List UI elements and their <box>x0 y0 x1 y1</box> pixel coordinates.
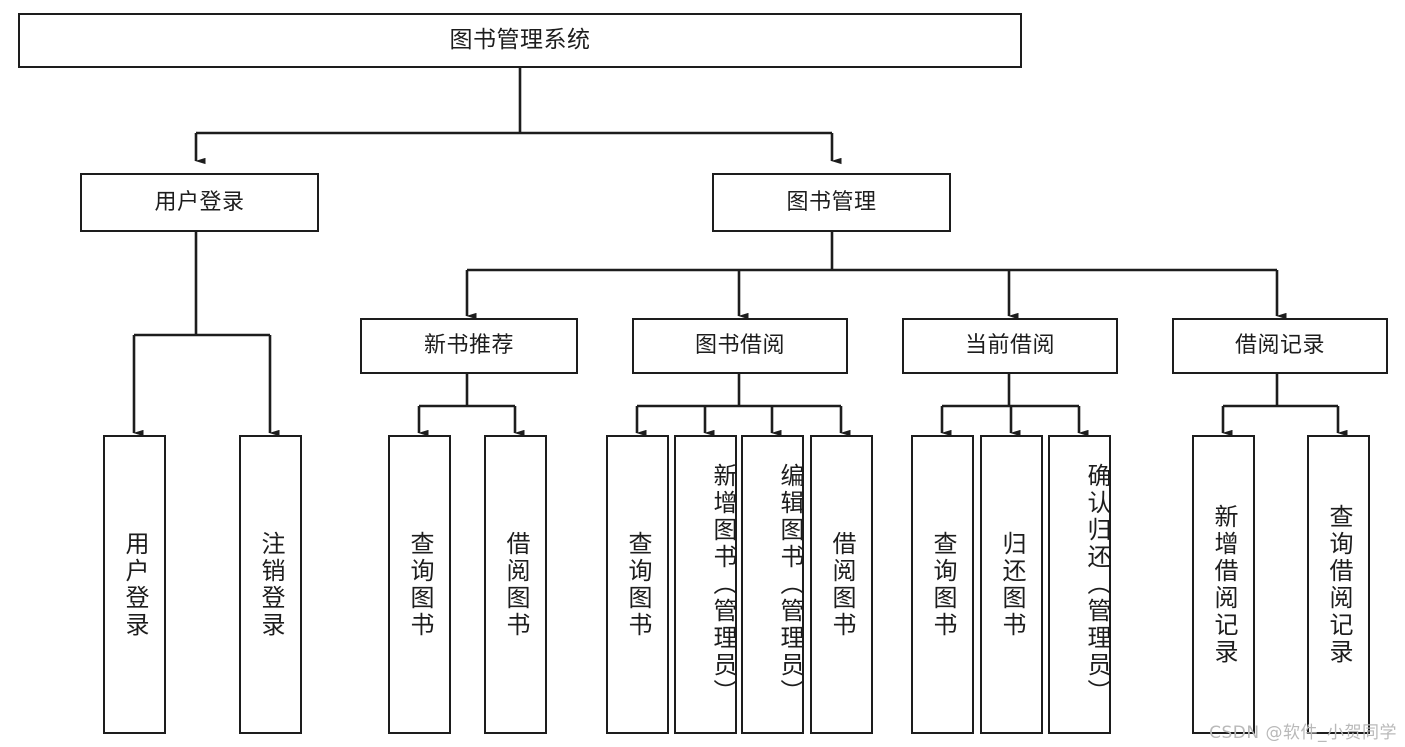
node-label: 新书推荐 <box>423 333 514 359</box>
node-label: 用户登录 <box>154 189 245 215</box>
node-label: 借阅图书 <box>827 530 856 639</box>
leaf-query-book-recommend[interactable]: 查询图书 <box>388 435 451 734</box>
leaf-return-book[interactable]: 归还图书 <box>980 435 1043 734</box>
node-label: 用户登录 <box>120 530 149 639</box>
node-label: 归还图书 <box>997 530 1026 639</box>
leaf-confirm-return[interactable]: 确认归还（管理员） <box>1048 435 1111 734</box>
node-current-borrow[interactable]: 当前借阅 <box>902 318 1118 374</box>
node-borrow-record[interactable]: 借阅记录 <box>1172 318 1388 374</box>
node-book-borrow[interactable]: 图书借阅 <box>632 318 848 374</box>
node-label: 新增借阅记录 <box>1209 503 1238 666</box>
node-label: 新增图书（管理员） <box>709 463 737 706</box>
node-label: 查询图书 <box>623 530 652 639</box>
node-label: 查询图书 <box>405 530 434 639</box>
node-label: 编辑图书（管理员） <box>776 463 804 706</box>
node-label: 借阅记录 <box>1234 333 1325 359</box>
node-label: 图书借阅 <box>694 333 785 359</box>
csdn-watermark: CSDN @软件_小贺同学 <box>1209 723 1397 743</box>
node-label: 图书管理系统 <box>449 27 591 54</box>
node-label: 查询借阅记录 <box>1324 503 1353 666</box>
leaf-query-book-borrow[interactable]: 查询图书 <box>606 435 669 734</box>
node-book-manage[interactable]: 图书管理 <box>712 173 951 232</box>
leaf-query-borrow-record[interactable]: 查询借阅记录 <box>1307 435 1370 734</box>
leaf-user-login[interactable]: 用户登录 <box>103 435 166 734</box>
leaf-add-borrow-record[interactable]: 新增借阅记录 <box>1192 435 1255 734</box>
leaf-borrow-book-recommend[interactable]: 借阅图书 <box>484 435 547 734</box>
node-label: 当前借阅 <box>964 333 1055 359</box>
node-label: 借阅图书 <box>501 530 530 639</box>
node-root-system[interactable]: 图书管理系统 <box>18 13 1022 68</box>
leaf-query-book-current[interactable]: 查询图书 <box>911 435 974 734</box>
node-label: 图书管理 <box>786 189 877 215</box>
node-label: 确认归还（管理员） <box>1083 463 1111 706</box>
leaf-edit-book[interactable]: 编辑图书（管理员） <box>741 435 804 734</box>
node-new-book-recommend[interactable]: 新书推荐 <box>360 318 578 374</box>
leaf-borrow-book[interactable]: 借阅图书 <box>810 435 873 734</box>
node-user-login[interactable]: 用户登录 <box>80 173 319 232</box>
leaf-add-book[interactable]: 新增图书（管理员） <box>674 435 737 734</box>
node-label: 注销登录 <box>256 530 285 639</box>
node-label: 查询图书 <box>928 530 957 639</box>
leaf-logout[interactable]: 注销登录 <box>239 435 302 734</box>
